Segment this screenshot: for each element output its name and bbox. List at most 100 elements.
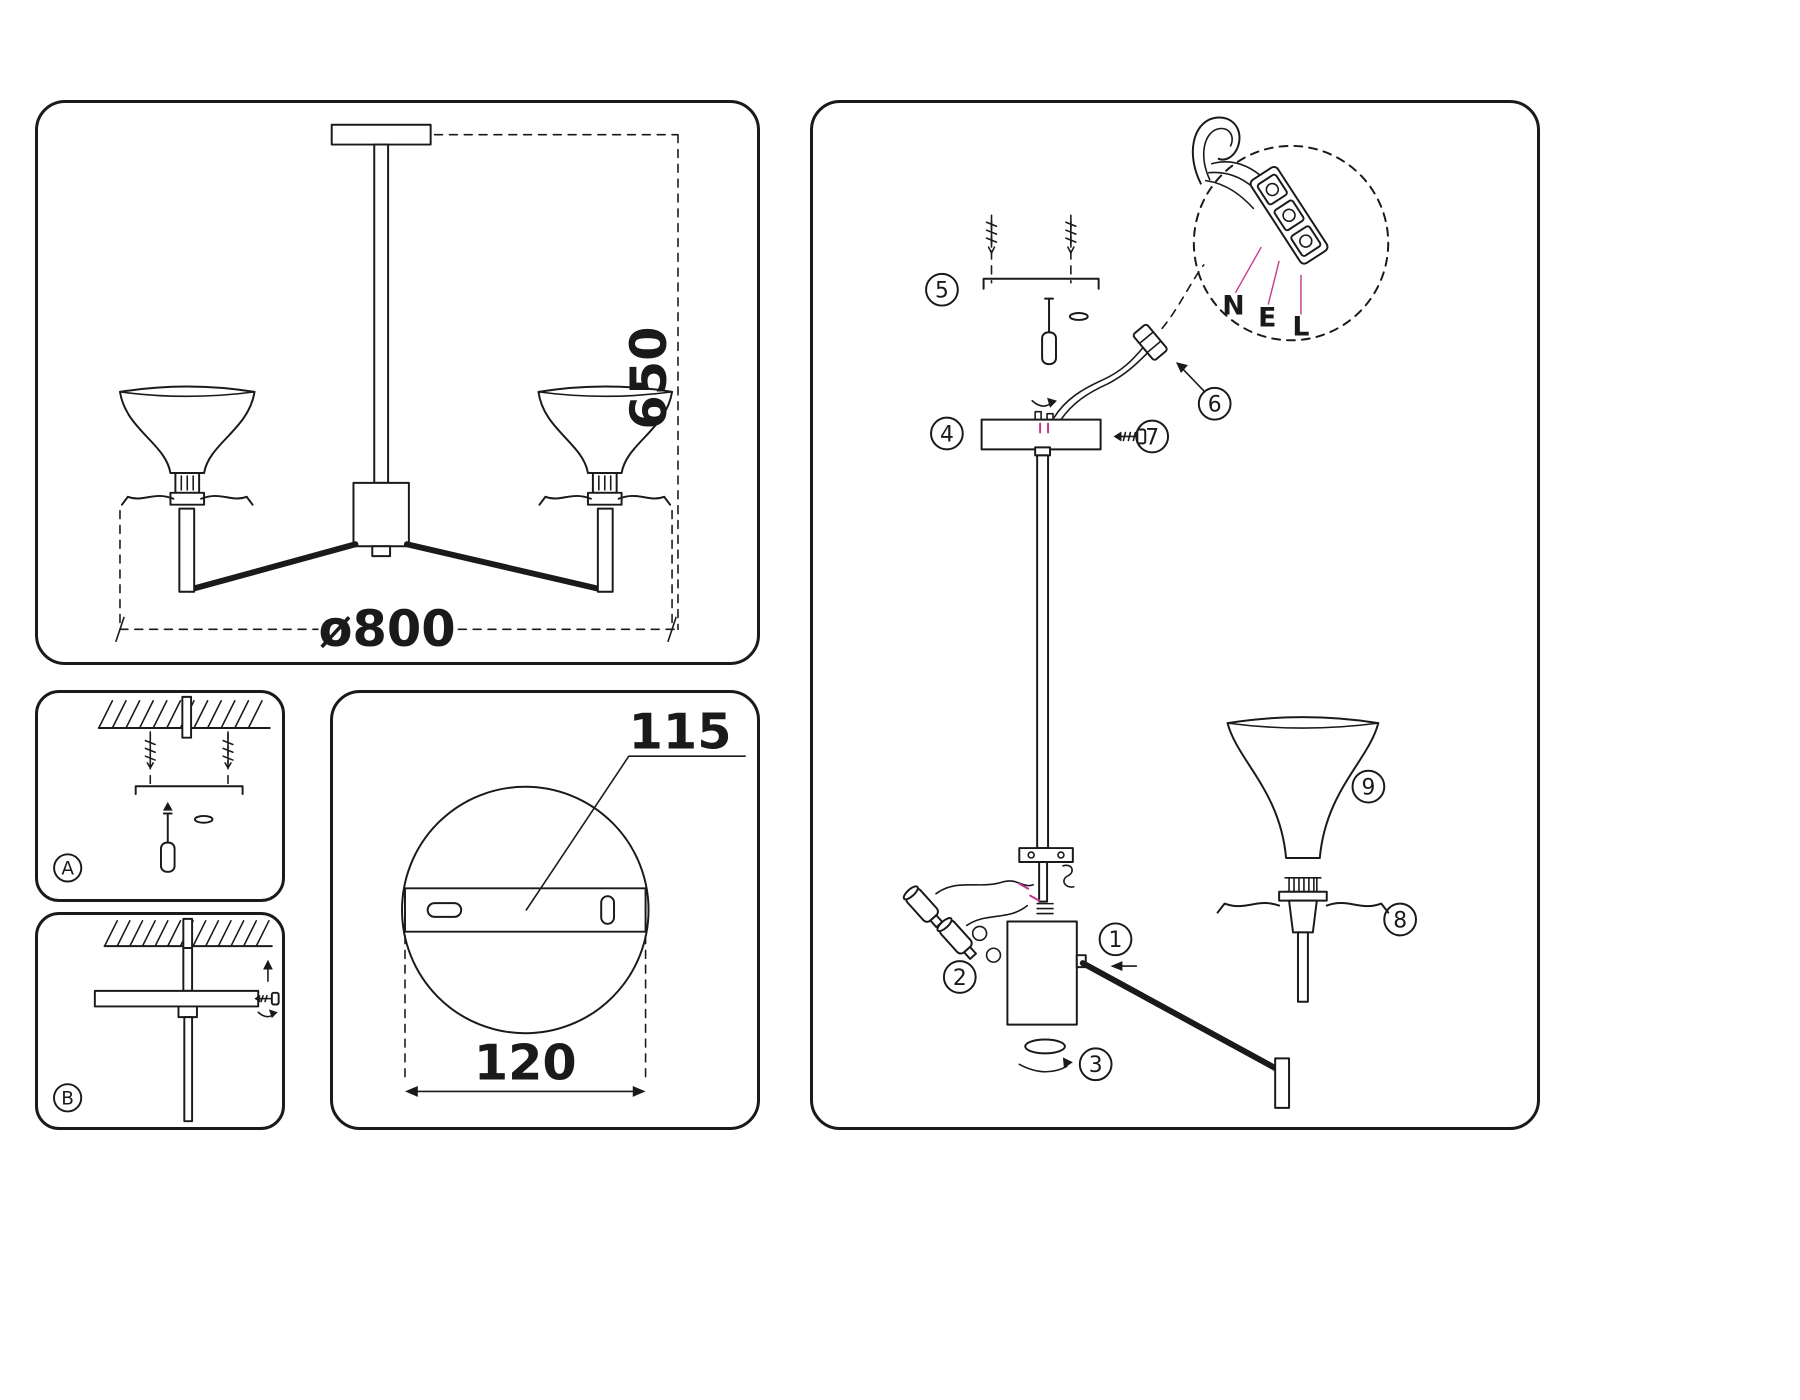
diameter-dimension: ø800 (115, 509, 679, 658)
socket-cup (1288, 899, 1318, 934)
arm-candle-tube (1274, 1057, 1291, 1109)
height-dimension-text: 650 (620, 326, 678, 429)
step-1-number: 1 (1109, 928, 1123, 953)
wire-ends (1018, 882, 1041, 902)
down-rod (1034, 446, 1052, 850)
step-3-marker: 3 (1078, 1047, 1113, 1082)
cable-hook (1191, 116, 1241, 185)
arm (1079, 960, 1291, 1109)
up-arrow (162, 801, 173, 811)
height-dimension: 650 (433, 133, 679, 631)
terminal-connector (1132, 323, 1168, 361)
variant-a-marker: A (53, 853, 83, 883)
step-5-marker: 5 (925, 272, 959, 307)
hanger-rod (182, 917, 194, 950)
step-1-marker: 1 (1098, 922, 1138, 972)
left-candle-tube (178, 507, 196, 593)
step-8-marker: 8 (1383, 902, 1417, 937)
fixing-screw (1113, 428, 1147, 445)
arms (186, 541, 606, 593)
right-lamp (537, 385, 674, 593)
oval-hole (600, 895, 616, 925)
mounting-bracket (982, 277, 1100, 290)
screwdriver (159, 801, 176, 873)
slot-hole (426, 902, 463, 918)
step-9-number: 9 (1361, 776, 1375, 801)
anchor-screws (985, 214, 1077, 254)
detail-circle (401, 785, 650, 1035)
step-7-marker: 7 (1135, 419, 1170, 454)
rod-upper (182, 947, 194, 992)
wire-label-leaders (1234, 246, 1302, 315)
wire-label-live: L (1292, 311, 1309, 342)
terminal-block (1249, 165, 1329, 265)
alignment-guides (149, 731, 229, 786)
alignment-guides (990, 220, 1072, 284)
shade-holder (1216, 877, 1390, 1003)
step-3-number: 3 (1089, 1053, 1103, 1078)
diameter-dimension-text: ø800 (319, 600, 456, 658)
plate-hub (177, 1005, 198, 1019)
step-2-number: 2 (953, 966, 967, 991)
right-shade-holder (538, 494, 672, 506)
canopy (980, 410, 1102, 451)
left-lamp (118, 385, 256, 593)
step-6-marker: 6 (1175, 362, 1232, 421)
threaded-ring (1284, 877, 1322, 893)
ceiling-mount (330, 123, 432, 484)
step-4-marker: 4 (930, 416, 964, 451)
mounting-plate (93, 989, 260, 1008)
variant-b-marker: B (53, 1083, 83, 1113)
left-shade (118, 385, 256, 475)
hole-spacing-text: 115 (629, 702, 732, 760)
down-rod (183, 1016, 194, 1123)
lower-bracket (1018, 847, 1075, 915)
screwdriver (1041, 297, 1057, 366)
leader-line-115 (525, 755, 746, 911)
detail-circle (1192, 144, 1390, 342)
width-dimension-text: 120 (474, 1034, 577, 1092)
ceiling-section (97, 695, 271, 739)
detail-leader (1161, 264, 1205, 330)
ceiling-plate (330, 123, 432, 146)
bracket-detail-panel: 115 120 (330, 690, 760, 1130)
left-shade-holder (120, 494, 254, 506)
lamp-sockets (902, 880, 1041, 963)
overview-panel: 650 ø800 (35, 100, 760, 665)
mounting-variant-b-panel: B (35, 912, 285, 1130)
step-7-number: 7 (1145, 425, 1159, 450)
step-5-number: 5 (935, 279, 949, 304)
socket-stem (1296, 931, 1309, 1003)
mounting-bracket (134, 785, 244, 796)
bottom-cap (1018, 1038, 1073, 1073)
hanger-rod (181, 695, 193, 739)
bracket-plate (403, 887, 647, 933)
wiring-detail: N E L (1191, 116, 1390, 342)
wire-label-earth: E (1258, 302, 1276, 333)
width-dimension: 120 (404, 934, 647, 1097)
safety-hook (1062, 864, 1075, 888)
up-arrow (263, 959, 273, 982)
assembly-panel: 5 4 7 (810, 100, 1540, 1130)
stem-rod (373, 143, 390, 484)
washer (1068, 312, 1089, 321)
hub-body (1006, 920, 1087, 1026)
threaded-nipple (1036, 902, 1054, 915)
holder-wings (1216, 902, 1390, 914)
wire-ends (1039, 422, 1050, 434)
right-candle-tube (596, 507, 614, 593)
variant-a-label: A (61, 859, 74, 880)
rotate-arrow (257, 1009, 278, 1019)
side-screw (254, 991, 280, 1006)
ceiling-section (103, 917, 273, 950)
anchor-screws (144, 733, 234, 769)
lamp-shade (1226, 716, 1380, 859)
right-shade (537, 385, 674, 475)
wire-label-neutral: N (1222, 290, 1244, 321)
center-hub (352, 481, 410, 558)
washer (194, 814, 214, 824)
step-8-number: 8 (1393, 908, 1407, 933)
mounting-variant-a-panel: A (35, 690, 285, 902)
step-4-number: 4 (940, 422, 954, 447)
rotate-arrow-canopy (1031, 397, 1057, 408)
